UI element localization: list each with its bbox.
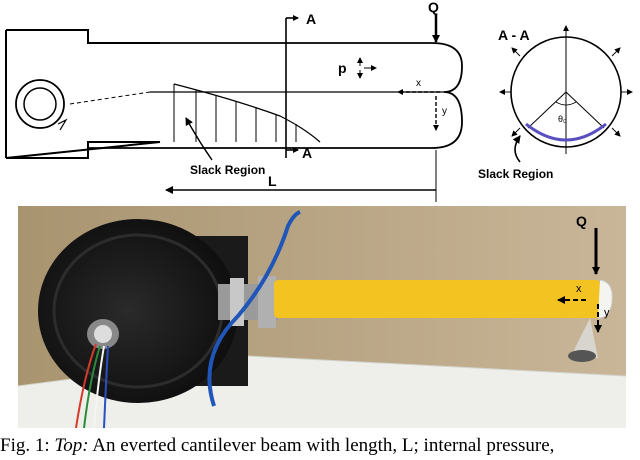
section-cut-marker: [285, 15, 299, 158]
slack-distribution: [173, 83, 321, 143]
photo-load-label: Q: [576, 213, 587, 229]
caption-prefix: Fig. 1:: [0, 435, 55, 456]
cross-section-circle: [499, 25, 633, 154]
beam-outline: [88, 42, 463, 149]
everted-beam: [274, 279, 613, 319]
clamp-base: [5, 29, 161, 159]
y-axis-label: y: [442, 106, 447, 117]
photo-x-axis-label: x: [576, 283, 582, 295]
x-axis-label: x: [416, 78, 421, 89]
air-tube: [207, 210, 301, 407]
load-label: Q: [428, 0, 439, 15]
section-label-top: A: [306, 11, 316, 27]
hanging-weight: [568, 318, 598, 362]
photo-y-axis-label: y: [604, 307, 610, 319]
pressure-arrows-icon: [357, 57, 377, 79]
spool-icon: [15, 79, 68, 131]
experiment-photo: x y Q: [18, 206, 626, 428]
cross-section-slack-label: Slack Region: [478, 167, 553, 181]
figure-caption: Fig. 1: Top: An everted cantilever beam …: [0, 432, 640, 460]
section-label-bottom: A: [302, 145, 312, 161]
caption-emphasis: Top:: [54, 435, 89, 456]
theta-label: θ₀: [558, 114, 567, 124]
cross-section-title: A - A: [498, 27, 530, 43]
length-label: L: [268, 173, 277, 189]
beam-schematic-diagram: Slack Region A A Q p x y L A - A: [5, 0, 633, 202]
caption-text: An everted cantilever beam with length, …: [88, 435, 555, 456]
slack-region-label: Slack Region: [190, 163, 265, 177]
pressure-label: p: [338, 60, 347, 76]
